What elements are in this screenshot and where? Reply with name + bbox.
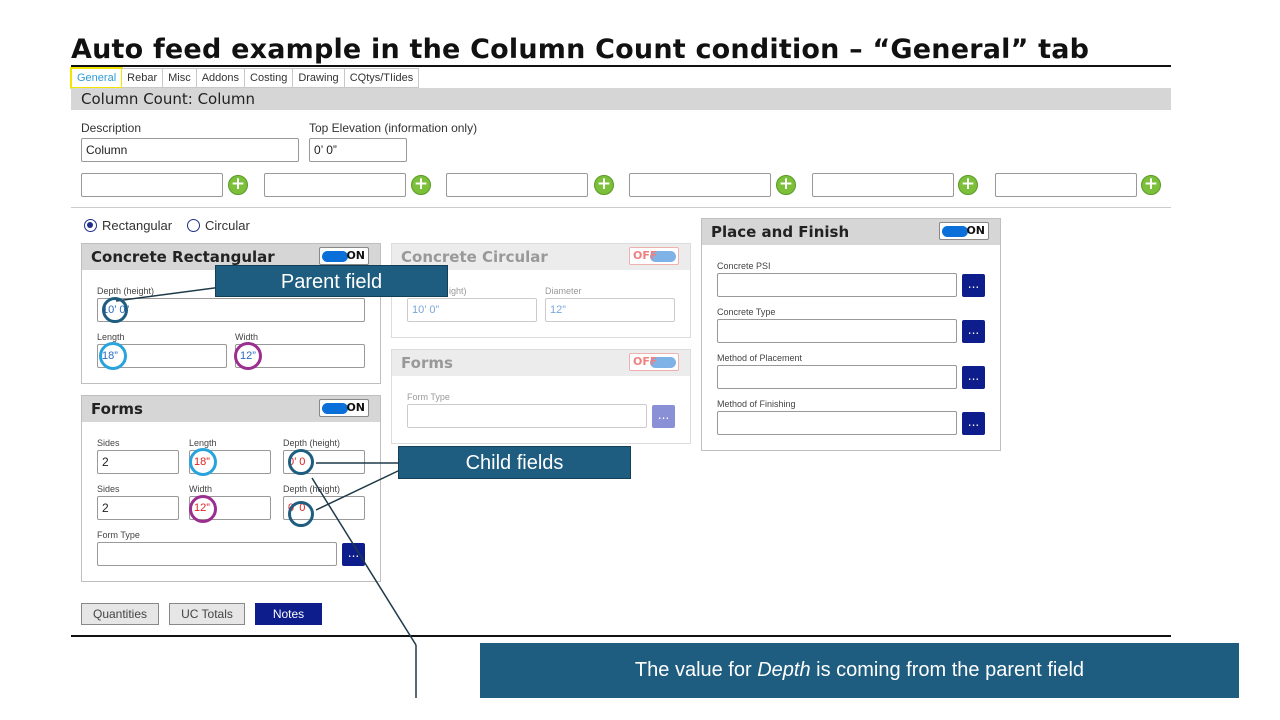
condition-title-bar: Column Count: Column — [71, 88, 1171, 110]
sides-label: Sides — [97, 484, 120, 494]
section-divider — [71, 207, 1171, 208]
browse-button[interactable]: ... — [652, 405, 675, 428]
tab-drawing[interactable]: Drawing — [293, 68, 345, 88]
radio-rectangular[interactable] — [84, 219, 97, 232]
concrete-rect-toggle[interactable]: ON — [319, 247, 369, 265]
forms-length-label: Length — [189, 438, 217, 448]
forms-width-label: Width — [189, 484, 213, 494]
placement-label: Method of Placement — [717, 353, 803, 363]
browse-button[interactable]: ... — [962, 366, 985, 389]
concrete-psi-input[interactable] — [717, 273, 957, 297]
finishing-label: Method of Finishing — [717, 399, 796, 409]
child-depth-marker — [288, 501, 314, 527]
forms-depth-label: Depth (height) — [283, 484, 341, 494]
add-icon[interactable]: + — [776, 175, 796, 195]
placement-input[interactable] — [717, 365, 957, 389]
uc-totals-button[interactable]: UC Totals — [169, 603, 245, 625]
browse-button[interactable]: ... — [342, 543, 365, 566]
tab-cqtys-tiides[interactable]: CQtys/TIides — [344, 68, 420, 88]
child-length-marker — [189, 448, 217, 476]
add-icon[interactable]: + — [228, 175, 248, 195]
custom-field-5[interactable] — [812, 173, 954, 197]
diameter-input[interactable]: 12” — [545, 298, 675, 322]
rectangular-label: Rectangular — [102, 218, 173, 233]
parent-width-marker — [234, 342, 262, 370]
add-icon[interactable]: + — [594, 175, 614, 195]
notes-button[interactable]: Notes — [255, 603, 322, 625]
description-input[interactable]: Column — [81, 138, 299, 162]
concrete-circ-toggle[interactable]: OFF — [629, 247, 679, 265]
radio-circular[interactable] — [187, 219, 200, 232]
circ-depth-input[interactable]: 10’ 0” — [407, 298, 537, 322]
tab-rebar[interactable]: Rebar — [122, 68, 164, 88]
concrete-psi-label: Concrete PSI — [717, 261, 771, 271]
concrete-type-label: Concrete Type — [717, 307, 776, 317]
browse-button[interactable]: ... — [962, 412, 985, 435]
description-label: Description — [81, 121, 142, 135]
child-width-marker — [189, 495, 217, 523]
depth-parent-input[interactable]: 10’ 0” — [97, 298, 365, 322]
quantities-button[interactable]: Quantities — [81, 603, 159, 625]
custom-field-1[interactable] — [81, 173, 223, 197]
circ-form-type-input[interactable] — [407, 404, 647, 428]
tab-addons[interactable]: Addons — [196, 68, 246, 88]
top-elevation-label: Top Elevation (information only) — [309, 121, 478, 135]
add-icon[interactable]: + — [1141, 175, 1161, 195]
custom-field-4[interactable] — [629, 173, 771, 197]
form-type-label: Form Type — [407, 392, 450, 402]
browse-button[interactable]: ... — [962, 320, 985, 343]
sides-label: Sides — [97, 438, 120, 448]
sides-input[interactable]: 2 — [97, 496, 179, 520]
forms-circ-toggle[interactable]: OFF — [629, 353, 679, 371]
custom-field-6[interactable] — [995, 173, 1137, 197]
place-finish-toggle[interactable]: ON — [939, 222, 989, 240]
footer-callout: The value for Depth is coming from the p… — [480, 643, 1239, 698]
finishing-input[interactable] — [717, 411, 957, 435]
custom-field-2[interactable] — [264, 173, 406, 197]
top-elevation-input[interactable]: 0’ 0” — [309, 138, 407, 162]
tab-costing[interactable]: Costing — [245, 68, 294, 88]
tab-general[interactable]: General — [69, 67, 124, 89]
forms-rect-toggle[interactable]: ON — [319, 399, 369, 417]
circular-label: Circular — [205, 218, 250, 233]
forms-depth-label: Depth (height) — [283, 438, 341, 448]
concrete-circular-panel: Concrete Circular OFF — [391, 243, 691, 338]
form-type-input[interactable] — [97, 542, 337, 566]
title-underline — [71, 65, 1171, 67]
sides-input[interactable]: 2 — [97, 450, 179, 474]
child-fields-callout: Child fields — [398, 446, 631, 479]
forms-circular-panel: Forms OFF — [391, 349, 691, 444]
child-depth-marker — [288, 449, 314, 475]
tab-bar: General Rebar Misc Addons Costing Drawin… — [69, 67, 420, 89]
circ-depth-label: ight) — [449, 286, 467, 296]
parent-field-callout: Parent field — [215, 265, 448, 297]
parent-length-marker — [99, 342, 127, 370]
add-icon[interactable]: + — [411, 175, 431, 195]
diameter-label: Diameter — [545, 286, 582, 296]
length-label: Length — [97, 332, 125, 342]
depth-label: Depth (height) — [97, 286, 155, 296]
tab-misc[interactable]: Misc — [163, 68, 197, 88]
concrete-type-input[interactable] — [717, 319, 957, 343]
add-icon[interactable]: + — [958, 175, 978, 195]
browse-button[interactable]: ... — [962, 274, 985, 297]
form-type-label: Form Type — [97, 530, 140, 540]
parent-depth-marker — [102, 297, 128, 323]
slide-title: Auto feed example in the Column Count co… — [71, 34, 1090, 65]
width-label: Width — [235, 332, 259, 342]
custom-field-3[interactable] — [446, 173, 588, 197]
bottom-rule — [71, 635, 1171, 637]
